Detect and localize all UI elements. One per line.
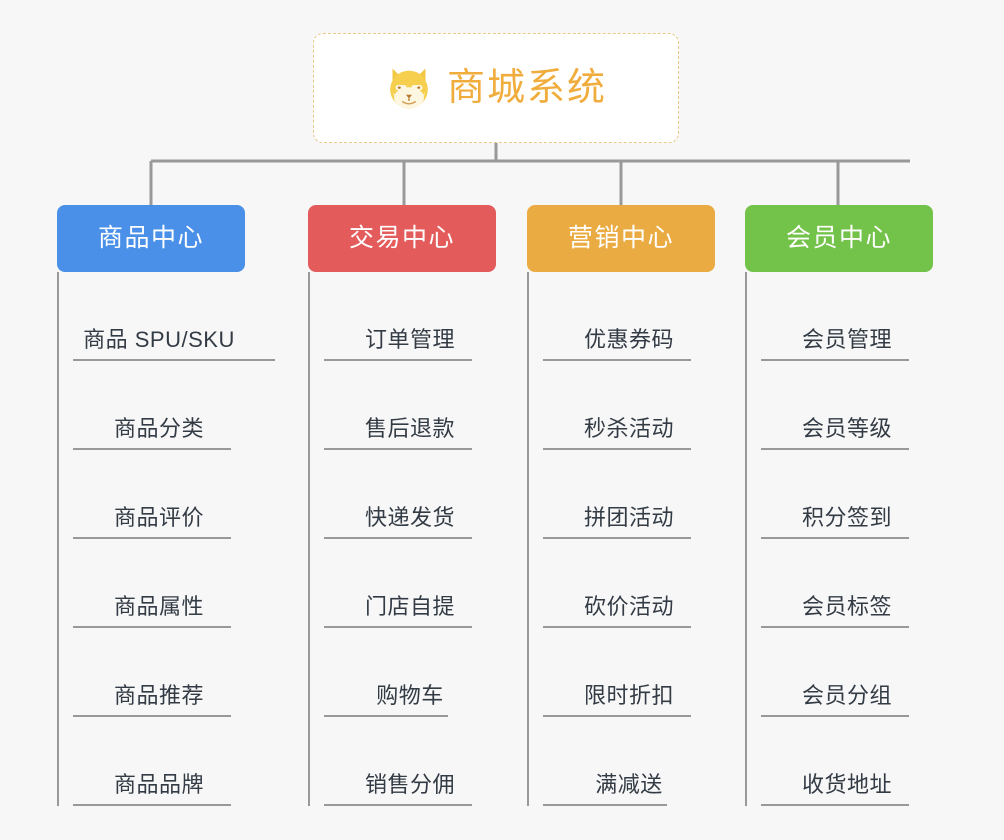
root-node[interactable]: 商城系统 xyxy=(313,33,679,143)
leaf-item[interactable]: 订单管理 xyxy=(324,272,496,361)
leaf-item-underline xyxy=(324,359,472,361)
leaf-item-label: 收货地址 xyxy=(801,772,892,797)
leaf-item-label: 门店自提 xyxy=(364,594,455,619)
leaf-item[interactable]: 售后退款 xyxy=(324,361,496,450)
leaf-item-underline xyxy=(543,448,691,450)
leaf-item[interactable]: 购物车 xyxy=(324,628,496,717)
leaf-item-label: 售后退款 xyxy=(364,416,455,441)
shiba-dog-face-icon xyxy=(390,68,428,109)
leaf-item-underline xyxy=(73,626,231,628)
leaf-item-underline xyxy=(324,537,472,539)
leaf-item-underline xyxy=(543,359,691,361)
leaf-item[interactable]: 限时折扣 xyxy=(543,628,715,717)
leaf-item-label: 订单管理 xyxy=(364,327,455,352)
leaf-item[interactable]: 商品品牌 xyxy=(73,717,245,806)
leaf-item[interactable]: 商品推荐 xyxy=(73,628,245,717)
category-column-marketing-center: 营销中心优惠券码秒杀活动拼团活动砍价活动限时折扣满减送 xyxy=(527,205,715,806)
leaf-item-label: 积分签到 xyxy=(801,505,892,530)
leaf-item-underline xyxy=(543,626,691,628)
leaf-item-underline xyxy=(324,448,472,450)
category-header-product-center[interactable]: 商品中心 xyxy=(57,205,245,272)
leaf-item[interactable]: 会员标签 xyxy=(761,539,933,628)
leaf-item[interactable]: 拼团活动 xyxy=(543,450,715,539)
category-header-trade-center[interactable]: 交易中心 xyxy=(308,205,496,272)
leaf-item-underline xyxy=(761,715,909,717)
category-header-marketing-center[interactable]: 营销中心 xyxy=(527,205,715,272)
category-column-product-center: 商品中心商品 SPU/SKU 商品分类商品评价商品属性商品推荐商品品牌 xyxy=(57,205,275,806)
leaf-item[interactable]: 积分签到 xyxy=(761,450,933,539)
leaf-item-underline xyxy=(543,537,691,539)
leaf-item-label: 限时折扣 xyxy=(583,683,674,708)
leaf-item-underline xyxy=(761,537,909,539)
leaf-item[interactable]: 快递发货 xyxy=(324,450,496,539)
leaf-item[interactable]: 商品属性 xyxy=(73,539,245,628)
leaf-list-product-center: 商品 SPU/SKU 商品分类商品评价商品属性商品推荐商品品牌 xyxy=(57,272,275,806)
leaf-item-label: 秒杀活动 xyxy=(583,416,674,441)
category-column-member-center: 会员中心会员管理会员等级积分签到会员标签会员分组收货地址 xyxy=(745,205,933,806)
leaf-item[interactable]: 秒杀活动 xyxy=(543,361,715,450)
leaf-list-trade-center: 订单管理售后退款快递发货门店自提购物车销售分佣 xyxy=(308,272,496,806)
leaf-item-underline xyxy=(73,359,275,361)
leaf-item-label: 商品分类 xyxy=(113,416,204,441)
leaf-item-underline xyxy=(73,804,231,806)
leaf-item-underline xyxy=(761,359,909,361)
leaf-item-label: 砍价活动 xyxy=(583,594,674,619)
leaf-item-label: 满减送 xyxy=(595,772,663,797)
leaf-item-underline xyxy=(543,804,667,806)
leaf-list-marketing-center: 优惠券码秒杀活动拼团活动砍价活动限时折扣满减送 xyxy=(527,272,715,806)
leaf-item-label: 拼团活动 xyxy=(583,505,674,530)
leaf-item[interactable]: 商品评价 xyxy=(73,450,245,539)
leaf-item[interactable]: 商品分类 xyxy=(73,361,245,450)
leaf-item-label: 优惠券码 xyxy=(583,327,674,352)
leaf-item-label: 会员分组 xyxy=(801,683,892,708)
leaf-item-label: 销售分佣 xyxy=(364,772,455,797)
category-header-member-center[interactable]: 会员中心 xyxy=(745,205,933,272)
leaf-item-label: 购物车 xyxy=(376,683,444,708)
leaf-item-label: 商品评价 xyxy=(113,505,204,530)
leaf-item[interactable]: 砍价活动 xyxy=(543,539,715,628)
leaf-item-label: 商品推荐 xyxy=(113,683,204,708)
leaf-item-underline xyxy=(324,715,448,717)
leaf-item[interactable]: 满减送 xyxy=(543,717,715,806)
leaf-item-label: 快递发货 xyxy=(364,505,455,530)
leaf-item-underline xyxy=(543,715,691,717)
leaf-item-underline xyxy=(324,626,472,628)
leaf-item-underline xyxy=(73,715,231,717)
leaf-item-label: 会员等级 xyxy=(801,416,892,441)
leaf-item-underline xyxy=(73,537,231,539)
category-column-trade-center: 交易中心订单管理售后退款快递发货门店自提购物车销售分佣 xyxy=(308,205,496,806)
leaf-item[interactable]: 会员等级 xyxy=(761,361,933,450)
leaf-item-underline xyxy=(761,804,909,806)
root-title: 商城系统 xyxy=(446,67,607,109)
leaf-item-underline xyxy=(761,626,909,628)
leaf-item[interactable]: 会员管理 xyxy=(761,272,933,361)
trunk-line-trade-center xyxy=(308,272,310,806)
trunk-line-product-center xyxy=(57,272,59,806)
leaf-list-member-center: 会员管理会员等级积分签到会员标签会员分组收货地址 xyxy=(745,272,933,806)
leaf-item-underline xyxy=(73,448,231,450)
leaf-item[interactable]: 收货地址 xyxy=(761,717,933,806)
leaf-item-underline xyxy=(761,448,909,450)
leaf-item[interactable]: 优惠券码 xyxy=(543,272,715,361)
leaf-item-label: 商品 SPU/SKU xyxy=(83,327,235,352)
leaf-item-label: 商品品牌 xyxy=(113,772,204,797)
trunk-line-marketing-center xyxy=(527,272,529,806)
leaf-item[interactable]: 会员分组 xyxy=(761,628,933,717)
leaf-item[interactable]: 门店自提 xyxy=(324,539,496,628)
leaf-item[interactable]: 商品 SPU/SKU xyxy=(73,272,275,361)
leaf-item[interactable]: 销售分佣 xyxy=(324,717,496,806)
leaf-item-label: 会员管理 xyxy=(801,327,892,352)
trunk-line-member-center xyxy=(745,272,747,806)
leaf-item-underline xyxy=(324,804,472,806)
leaf-item-label: 商品属性 xyxy=(113,594,204,619)
leaf-item-label: 会员标签 xyxy=(801,594,892,619)
